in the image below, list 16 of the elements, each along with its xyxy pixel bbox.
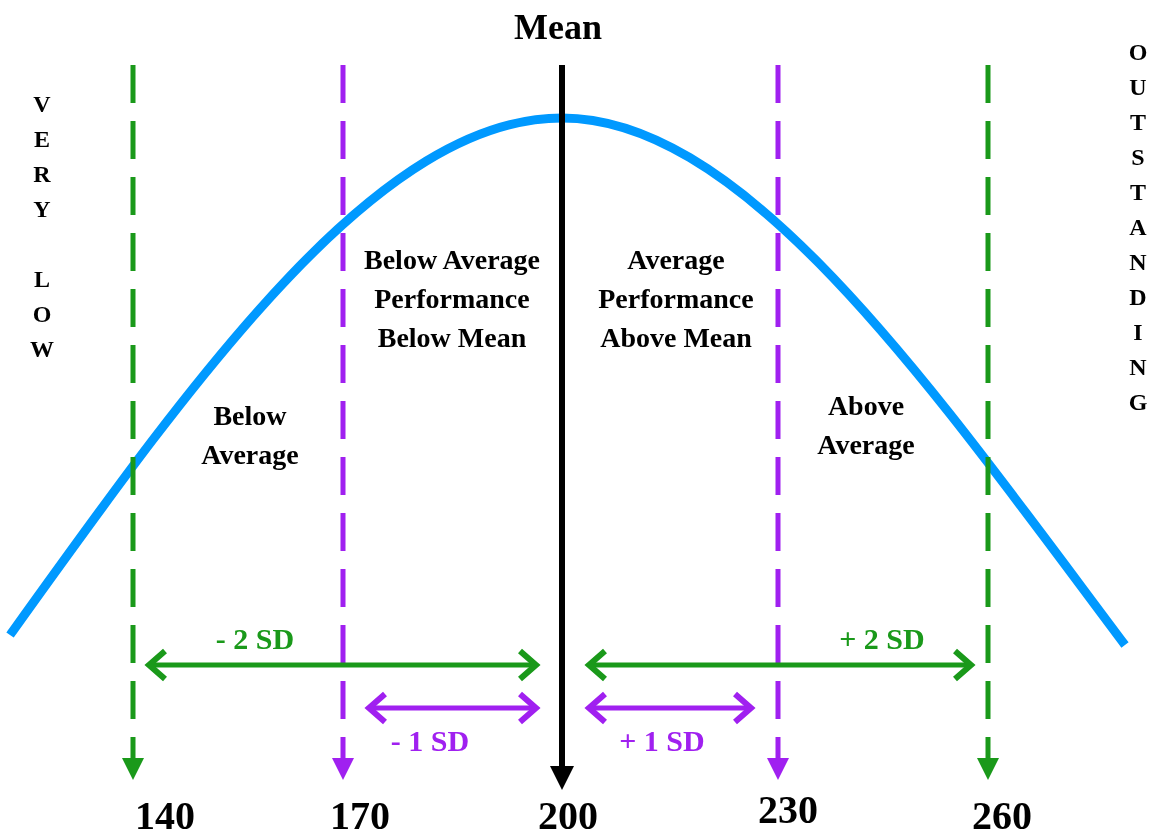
sd-label: - 1 SD	[390, 723, 470, 759]
axis-value: 140	[135, 792, 195, 837]
axis-value: 170	[330, 792, 390, 837]
vertical-rating-label: OUTSTANDING	[1126, 37, 1150, 426]
sd-label: + 2 SD	[839, 621, 925, 657]
sd-label: - 2 SD	[215, 621, 295, 657]
region-label: Below Average Performance Below Mean	[363, 243, 541, 356]
vertical-rating-label: VERY LOW	[30, 90, 54, 373]
axis-value: 200	[538, 792, 598, 837]
axis-value: 230	[758, 786, 818, 834]
region-label: Average Performance Above Mean	[597, 243, 755, 356]
region-label: Above Average	[816, 389, 916, 463]
region-label: Below Average	[200, 399, 300, 473]
axis-value: 260	[972, 792, 1032, 837]
sd-label: + 1 SD	[619, 723, 705, 759]
mean-label: Mean	[514, 6, 602, 49]
